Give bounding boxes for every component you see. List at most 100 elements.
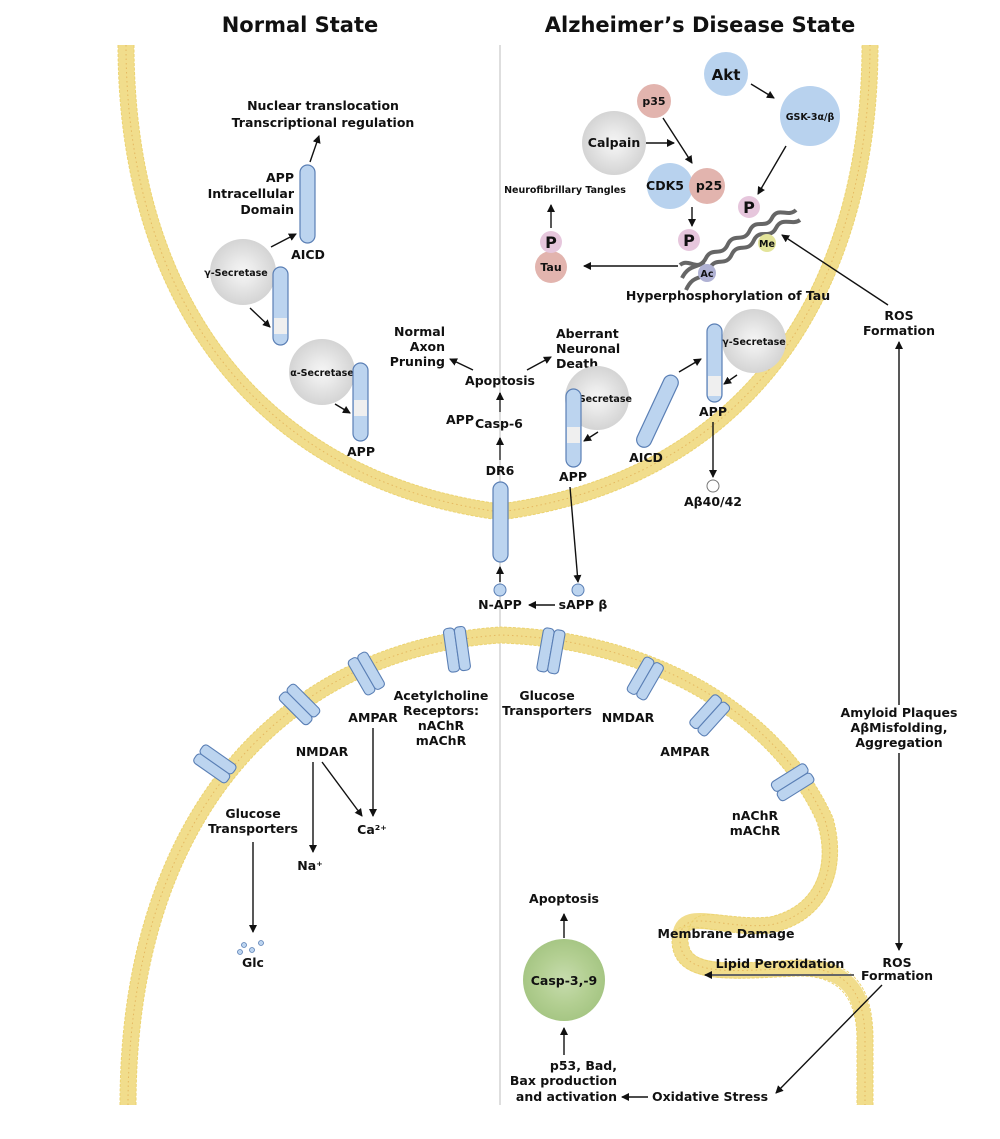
p25-node	[689, 168, 725, 204]
aberrant-line3: Death	[556, 356, 598, 371]
aicd-fragment-ad	[636, 374, 679, 448]
ach-receptors-line2: Receptors:	[403, 703, 479, 718]
apoptosis-ad-label: Apoptosis	[529, 891, 599, 906]
na-label: Na⁺	[297, 858, 323, 873]
title-ad-state: Alzheimer’s Disease State	[545, 13, 855, 37]
ach-receptors-line1: Acetylcholine	[394, 688, 489, 703]
oxidative-stress-label: Oxidative Stress	[652, 1089, 768, 1104]
ros-bottom-line1: ROS	[882, 955, 911, 970]
nuclear-translocation-label: Nuclear translocation	[247, 98, 399, 113]
p25-label: p25	[696, 178, 722, 193]
abeta-molecule	[706, 479, 720, 493]
cleavage-site	[708, 376, 721, 396]
axon-pruning-line2: Axon	[410, 339, 445, 354]
gamma-secretase-normal	[210, 239, 276, 305]
abeta-label: Aβ40/42	[684, 494, 742, 509]
phospho-tau-site-1	[678, 229, 700, 251]
glucose-transporters-ad-line1: Glucose	[519, 688, 574, 703]
achr-ad	[770, 763, 815, 802]
arrow-akt-to-gsk	[750, 83, 775, 99]
aicd-desc-line3: Domain	[240, 202, 294, 217]
glucose-transporter-normal	[193, 744, 237, 784]
nft-label: Neurofibrillary Tangles	[504, 185, 626, 196]
ros-bottom-line2: Formation	[861, 968, 933, 983]
dr6-label: DR6	[486, 463, 515, 478]
cdk5-node	[647, 163, 693, 209]
app-casp6-label-a: APP	[446, 412, 474, 427]
amyloid-line2: AβMisfolding,	[851, 720, 948, 735]
gamma-secretase-ad	[722, 309, 786, 373]
nmdar-normal-label: NMDAR	[296, 744, 349, 759]
tau-phospho-label: P	[545, 233, 557, 252]
beta-secretase-label: β-Secretase	[568, 394, 632, 405]
p35-label: p35	[642, 95, 665, 108]
nmdar-normal	[278, 683, 321, 726]
me-label: Me	[759, 239, 775, 250]
arrow-ros-to-methyl	[781, 234, 889, 306]
ampar-ad	[689, 694, 731, 737]
aicd-desc-line1: APP	[266, 170, 294, 185]
gamma-secretase-normal-label: γ-Secretase	[204, 268, 268, 279]
app-beta-label: APP	[559, 469, 587, 484]
glucose-transporters-normal-line1: Glucose	[225, 806, 280, 821]
aicd-label-ad: AICD	[629, 450, 663, 465]
transcriptional-regulation-label: Transcriptional regulation	[232, 115, 415, 130]
akt-node	[704, 52, 748, 96]
app-casp6-label-b: Casp-6	[475, 416, 523, 431]
akt-label: Akt	[712, 66, 741, 84]
amyloid-line1: Amyloid Plaques	[841, 705, 958, 720]
cleavage-site	[567, 427, 580, 443]
arrow-gamma-cleave-ad	[723, 374, 738, 385]
nmdar-ad-label: NMDAR	[602, 710, 655, 725]
phospho-label-2: P	[743, 198, 755, 217]
aicd-fragment	[299, 164, 316, 244]
cleavage-site	[274, 318, 287, 334]
title-normal-state: Normal State	[222, 13, 379, 37]
n-app-label: N-APP	[478, 597, 522, 612]
lipid-peroxidation-label: Lipid Peroxidation	[716, 956, 845, 971]
arrow-aicd-to-app	[678, 358, 702, 373]
hyperphosphorylation-label: Hyperphosphorylation of Tau	[626, 288, 830, 303]
ros-top-line2: Formation	[863, 323, 935, 338]
glucose-transporters-ad-line2: Transporters	[502, 703, 592, 718]
tau-phospho	[540, 231, 562, 253]
casp39-label: Casp-3,-9	[531, 973, 598, 988]
arrow-apoptosis-to-death	[526, 356, 552, 371]
ca-label: Ca²⁺	[357, 822, 387, 837]
glc-label: Glc	[242, 955, 264, 970]
arrow-ros-to-oxidative	[775, 984, 883, 1094]
gsk3-label: GSK-3α/β	[786, 112, 835, 123]
aberrant-line2: Neuronal	[556, 341, 620, 356]
aberrant-line1: Aberrant	[556, 326, 619, 341]
ros-top-line1: ROS	[884, 308, 913, 323]
nmdar-ad	[626, 656, 664, 701]
achr-ad-line2: mAChR	[730, 823, 781, 838]
cleavage-site	[354, 400, 367, 416]
apoptosis-center-label: Apoptosis	[465, 373, 535, 388]
dr6-receptor	[492, 481, 509, 563]
glucose-molecules	[237, 940, 264, 955]
app-label-normal: APP	[347, 444, 375, 459]
gsk3-node	[780, 86, 840, 146]
alpha-secretase	[289, 339, 355, 405]
axon-pruning-line3: Pruning	[390, 354, 445, 369]
arrow-gamma-to-aicd	[270, 233, 297, 248]
arrow-nmdar-to-ca	[321, 761, 363, 817]
p35-node	[637, 84, 671, 118]
ach-receptors-line3: nAChR	[418, 718, 465, 733]
arrow-alpha-cleave	[334, 403, 351, 414]
ampar-normal-label: AMPAR	[348, 710, 398, 725]
tau-label: Tau	[540, 261, 561, 274]
sapp-beta-label: sAPP β	[559, 597, 608, 612]
calpain-label: Calpain	[588, 135, 640, 150]
caspase-3-9-node	[523, 939, 605, 1021]
ac-label: Ac	[701, 269, 714, 280]
ampar-normal	[347, 651, 385, 696]
methyl-group	[758, 234, 776, 252]
n-app-molecule	[493, 583, 507, 597]
arrow-gamma-cleave	[249, 307, 271, 328]
axon-pruning-line1: Normal	[394, 324, 445, 339]
phospho-label-1: P	[683, 231, 695, 250]
app-gamma-label: APP	[699, 404, 727, 419]
tau-node	[535, 251, 567, 283]
